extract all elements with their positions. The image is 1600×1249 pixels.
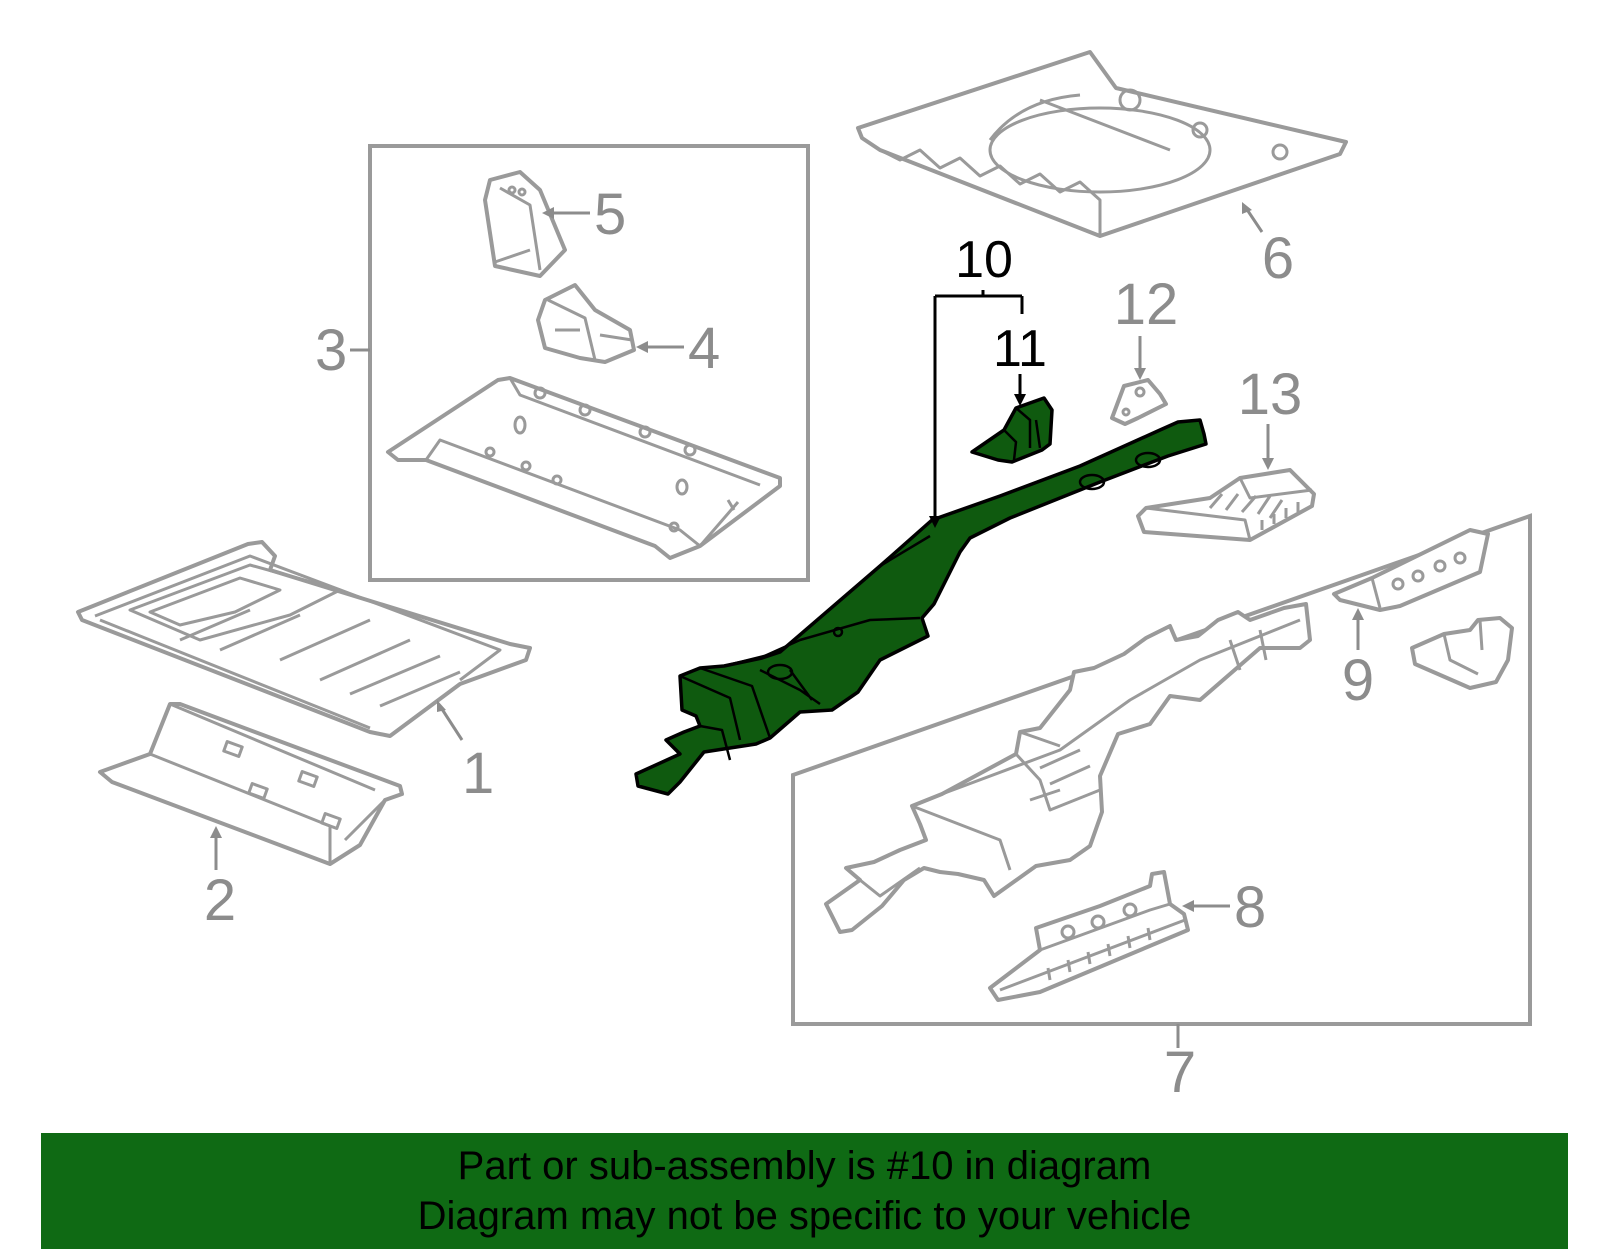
arrowhead-4 [636, 341, 648, 353]
group-box-7 [791, 513, 1532, 1026]
banner-line-2: Diagram may not be specific to your vehi… [417, 1194, 1192, 1238]
part-8-rail[interactable] [988, 870, 1190, 1002]
callout-7: 7 [1164, 1040, 1196, 1105]
part-7-rear-frame-assembly[interactable] [824, 602, 1312, 934]
part-10-highlighted-rail[interactable] [634, 418, 1208, 796]
part-12-bracket[interactable] [1110, 378, 1168, 426]
callout-11: 11 [993, 320, 1047, 378]
part-9-bracket[interactable] [1332, 528, 1490, 612]
part-1-floor-pan[interactable] [76, 540, 532, 738]
part-13-bracket[interactable] [1136, 468, 1316, 542]
arrowhead-12 [1134, 368, 1146, 380]
arrowhead-1 [437, 700, 446, 712]
arrowhead-10 [929, 516, 941, 528]
callout-8: 8 [1234, 875, 1266, 940]
arrowhead-8 [1182, 900, 1194, 912]
callout-6: 6 [1262, 226, 1294, 291]
callout-10: 10 [955, 231, 1013, 289]
callout-2: 2 [204, 868, 236, 933]
group-box-3 [368, 144, 810, 582]
part-6-rear-floor-pan[interactable] [856, 50, 1348, 238]
arrowhead-6 [1242, 202, 1252, 214]
callout-1: 1 [462, 741, 494, 806]
arrowhead-5 [542, 207, 554, 219]
part-11-highlighted-bracket[interactable] [970, 396, 1054, 464]
callout-9: 9 [1342, 648, 1374, 713]
arrowhead-2 [210, 826, 222, 838]
leader-6 [1244, 207, 1264, 233]
leader-1 [438, 705, 464, 741]
part-5-bracket[interactable] [483, 170, 567, 278]
part-9-sub-bracket[interactable] [1410, 616, 1514, 690]
info-banner: Part or sub-assembly is #10 in diagram D… [41, 1133, 1568, 1249]
arrowhead-13 [1262, 458, 1274, 470]
leader-10 [933, 290, 1024, 520]
callout-4: 4 [688, 316, 720, 381]
callout-5: 5 [594, 182, 626, 247]
arrowhead-11 [1014, 394, 1026, 406]
callout-3: 3 [315, 318, 347, 383]
part-4-bracket[interactable] [536, 283, 636, 364]
callout-12: 12 [1114, 272, 1179, 337]
part-3-floor-panel[interactable] [386, 376, 782, 560]
callout-13: 13 [1238, 362, 1303, 427]
arrowhead-9 [1352, 608, 1364, 620]
banner-line-1: Part or sub-assembly is #10 in diagram [457, 1144, 1152, 1188]
part-2-crossmember[interactable] [98, 702, 404, 866]
